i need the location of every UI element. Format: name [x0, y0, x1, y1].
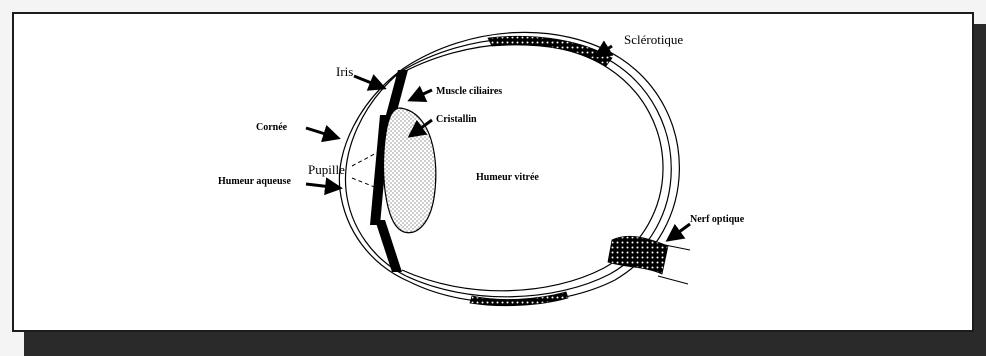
- sclera-thick-band: [470, 36, 612, 305]
- label-pupille: Pupille: [308, 162, 345, 177]
- lens: [384, 108, 436, 233]
- label-humeur-vitree: Humeur vitrée: [476, 172, 539, 183]
- arrow-muscle: [410, 90, 432, 100]
- label-muscle-ciliaires: Muscle ciliaires: [436, 86, 502, 97]
- label-cornee: Cornée: [256, 122, 288, 133]
- label-nerf-optique: Nerf optique: [690, 214, 745, 225]
- label-sclerotique: Sclérotique: [624, 32, 683, 47]
- label-cristallin: Cristallin: [436, 114, 477, 125]
- label-arrows: [306, 46, 690, 240]
- arrow-iris: [354, 76, 384, 88]
- label-iris: Iris: [336, 64, 353, 79]
- arrow-cornee: [306, 128, 338, 138]
- arrow-nerf: [668, 224, 690, 240]
- label-humeur-aqueuse: Humeur aqueuse: [218, 176, 291, 187]
- arrow-humeur-aqueuse: [306, 184, 340, 188]
